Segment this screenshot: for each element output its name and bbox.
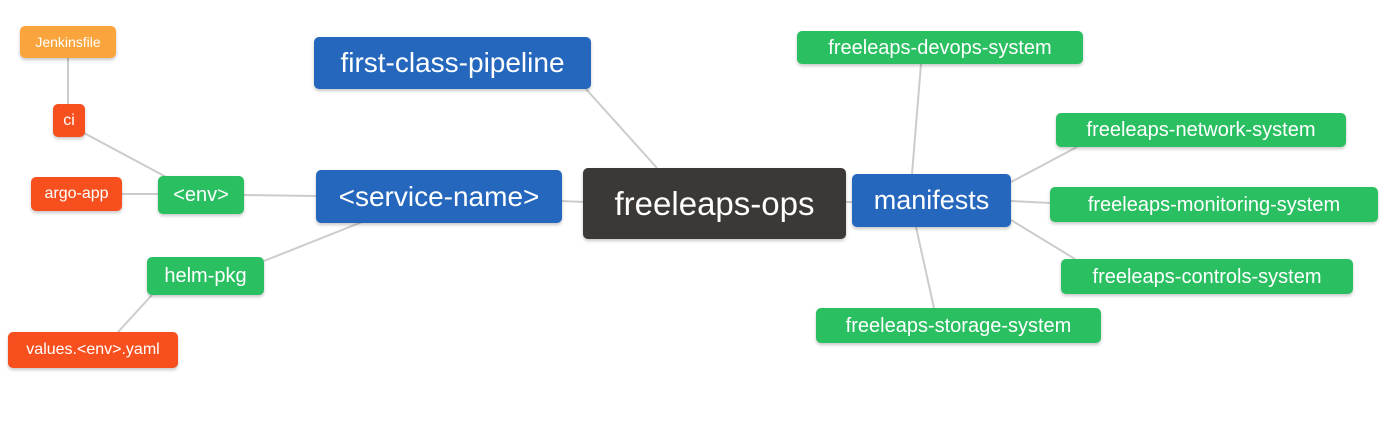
node-ci[interactable]: ci [53,104,85,137]
edge-manifests-storage [915,226,935,309]
node-env[interactable]: <env> [158,176,244,214]
edge-manifests-controls [1010,219,1076,260]
node-freeleaps-network-system[interactable]: freeleaps-network-system [1056,113,1346,147]
node-helm-pkg[interactable]: helm-pkg [147,257,264,295]
edge-ci-env [83,132,169,179]
node-freeleaps-monitoring-system[interactable]: freeleaps-monitoring-system [1050,187,1378,222]
node-freeleaps-devops-system[interactable]: freeleaps-devops-system [797,31,1083,64]
node-freeleaps-ops[interactable]: freeleaps-ops [583,168,846,239]
edge-servicename-ops [559,200,586,203]
node-freeleaps-storage-system[interactable]: freeleaps-storage-system [816,308,1101,343]
edge-pipeline-ops [585,88,658,169]
edge-manifests-network [1010,146,1078,183]
node-service-name[interactable]: <service-name> [316,170,562,223]
edge-manifests-devops [911,63,922,175]
node-values-env-yaml[interactable]: values.<env>.yaml [8,332,178,368]
node-manifests[interactable]: manifests [852,174,1011,227]
node-argo-app[interactable]: argo-app [31,177,122,211]
node-jenkinsfile[interactable]: Jenkinsfile [20,26,116,58]
node-first-class-pipeline[interactable]: first-class-pipeline [314,37,591,89]
edge-servicename-helmpkg [263,221,363,262]
edge-helmpkg-values [117,294,153,333]
edge-env-servicename [243,194,317,197]
node-freeleaps-controls-system[interactable]: freeleaps-controls-system [1061,259,1353,294]
edge-manifests-monitoring [1010,200,1051,204]
